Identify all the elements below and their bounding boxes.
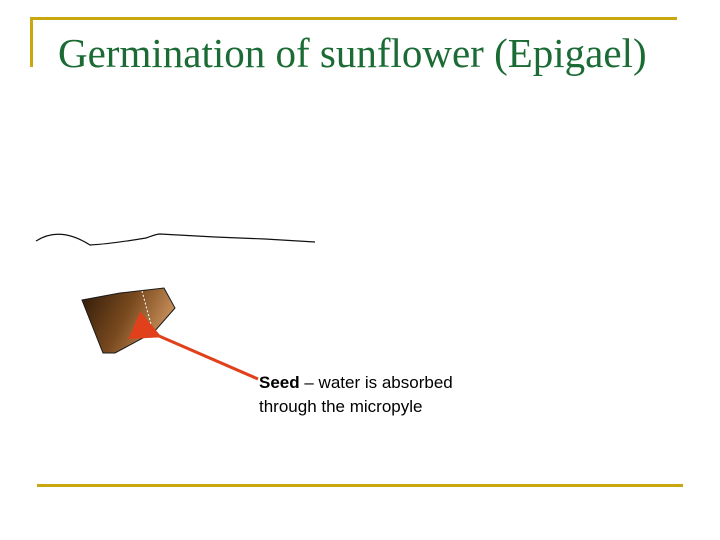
pointer-arrow <box>128 311 259 381</box>
seed-caption-text: – water is absorbed through the micropyl… <box>259 373 453 416</box>
slide-title: Germination of sunflower (Epigael) <box>58 30 647 76</box>
seed-caption: Seed – water is absorbed through the mic… <box>259 371 489 419</box>
frame-top-rule <box>30 17 677 20</box>
frame-left-rule <box>30 17 33 67</box>
seed-caption-term: Seed <box>259 373 300 392</box>
frame-bottom-rule <box>37 484 683 487</box>
soil-surface-line <box>35 233 316 246</box>
seed-shape <box>81 287 176 354</box>
